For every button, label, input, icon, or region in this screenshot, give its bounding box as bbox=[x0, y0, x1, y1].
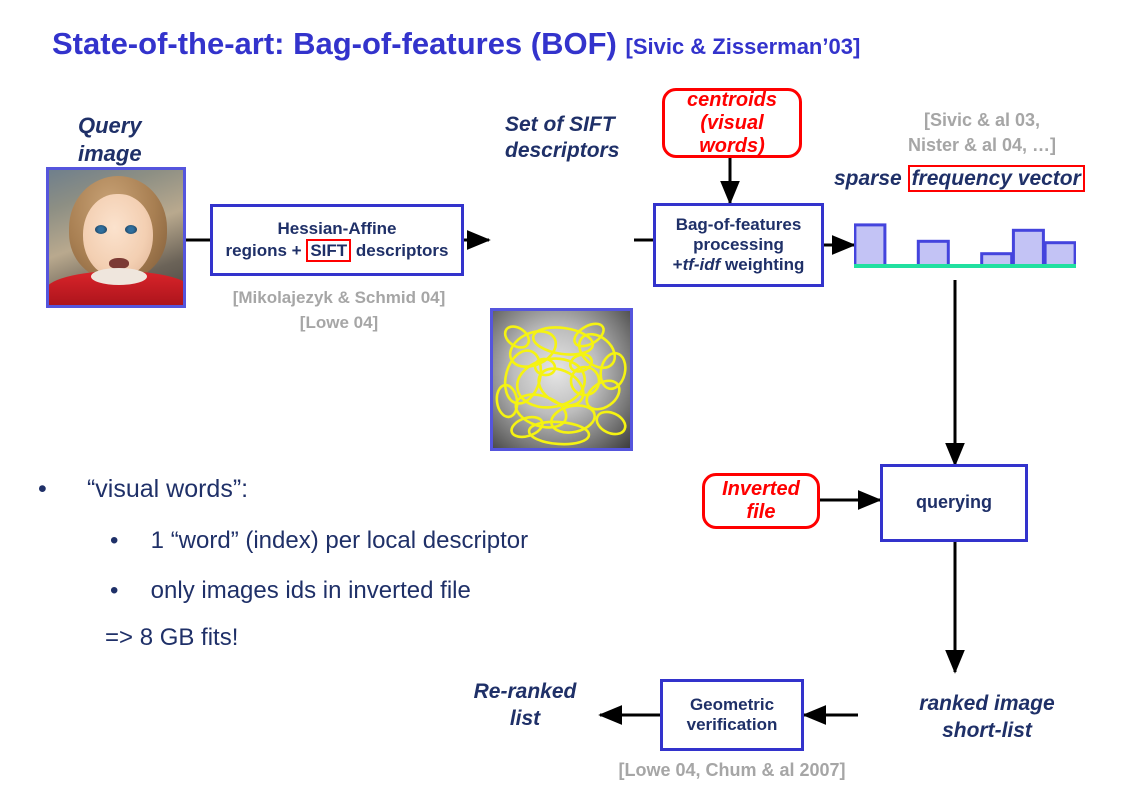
ranked-shortlist-label: ranked image short-list bbox=[882, 690, 1092, 745]
sift-highlight: SIFT bbox=[306, 239, 352, 262]
reranked-list-label: Re-ranked list bbox=[450, 678, 600, 733]
bullet-marker: • bbox=[38, 475, 47, 503]
title-citation: [Sivic & Zisserman’03] bbox=[625, 34, 861, 59]
bof-line3-em: tf-idf bbox=[682, 255, 721, 275]
histogram-bar bbox=[1011, 228, 1045, 268]
query-image-label-line1: Query bbox=[78, 113, 142, 138]
bullet-one-word: • 1 “word” (index) per local descriptor bbox=[110, 527, 528, 555]
histogram-bar bbox=[853, 223, 887, 268]
query-image-label-line2: image bbox=[78, 140, 142, 166]
inverted-file-line1: Inverted bbox=[722, 478, 800, 500]
hessian-citation-line1: [Mikolajezyk & Schmid 04] bbox=[232, 288, 446, 307]
bullet-image-ids: • only images ids in inverted file bbox=[110, 577, 471, 605]
bullet-one-word-text: 1 “word” (index) per local descriptor bbox=[150, 527, 529, 554]
query-image-eye-left bbox=[95, 225, 107, 234]
hessian-citation: [Mikolajezyk & Schmid 04] [Lowe 04] bbox=[196, 286, 482, 335]
querying-box[interactable]: querying bbox=[880, 464, 1028, 542]
inverted-file-line2: file bbox=[746, 501, 776, 523]
frequency-label-pre: sparse bbox=[834, 167, 908, 190]
sift-label-line2: descriptors bbox=[505, 139, 620, 163]
bullet-marker: • bbox=[110, 527, 119, 554]
query-image bbox=[46, 167, 186, 308]
hessian-box-line1: Hessian-Affine bbox=[277, 218, 397, 238]
centroids-line1: centroids bbox=[686, 88, 778, 111]
bullet-conclusion: => 8 GB fits! bbox=[105, 624, 239, 651]
bof-line2: processing bbox=[693, 234, 784, 254]
centroids-box[interactable]: centroids (visual words) bbox=[662, 88, 802, 158]
bag-of-features-box[interactable]: Bag-of-features processing +tf-idf weigh… bbox=[653, 203, 824, 287]
histogram-bar bbox=[1043, 241, 1077, 268]
bof-line1: Bag-of-features bbox=[675, 214, 802, 234]
sift-label-line1: Set of SIFT bbox=[505, 113, 615, 136]
ranked-label-line2: short-list bbox=[942, 719, 1032, 743]
reranked-label-line2: list bbox=[509, 707, 541, 731]
centroids-line2: (visual words) bbox=[699, 111, 765, 157]
querying-label: querying bbox=[915, 492, 992, 513]
geometric-verification-box[interactable]: Geometric verification bbox=[660, 679, 804, 751]
hessian-box-line2-pre: regions + bbox=[225, 241, 307, 260]
query-image-collar bbox=[91, 268, 147, 285]
bof-citation-line2: Nister & al 04, …] bbox=[907, 135, 1057, 156]
bullet-visual-words: • “visual words”: bbox=[38, 475, 248, 504]
query-image-mouth bbox=[109, 258, 129, 269]
title-main: State-of-the-art: Bag-of-features (BOF) bbox=[52, 26, 617, 61]
sift-descriptors-image bbox=[490, 308, 633, 451]
reranked-label-line1: Re-ranked bbox=[473, 680, 577, 703]
inverted-file-box[interactable]: Inverted file bbox=[702, 473, 820, 529]
histogram-bar bbox=[916, 239, 950, 268]
bullet-visual-words-text: “visual words”: bbox=[86, 475, 249, 503]
ranked-label-line1: ranked image bbox=[919, 692, 1055, 715]
geometric-citation: [Lowe 04, Chum & al 2007] bbox=[618, 760, 846, 780]
bullet-marker: • bbox=[110, 577, 119, 604]
geometric-line2: verification bbox=[686, 715, 778, 734]
frequency-vector-label: sparse frequency vector bbox=[834, 165, 1085, 192]
frequency-vector-chart bbox=[853, 214, 1077, 276]
query-image-label: Query image bbox=[78, 112, 142, 167]
frequency-vector-highlight: frequency vector bbox=[907, 165, 1085, 192]
hessian-affine-box[interactable]: Hessian-Affine regions + SIFT descriptor… bbox=[210, 204, 464, 276]
hessian-citation-line2: [Lowe 04] bbox=[299, 312, 379, 332]
bof-line3-post: weighting bbox=[720, 255, 805, 275]
bof-line3-pre: + bbox=[672, 255, 683, 275]
page-title: State-of-the-art: Bag-of-features (BOF) … bbox=[52, 26, 1092, 62]
bullet-image-ids-text: only images ids in inverted file bbox=[150, 577, 471, 604]
sift-regions-overlay bbox=[495, 322, 627, 446]
histogram-svg bbox=[853, 223, 1077, 268]
bof-citation-line1: [Sivic & al 03, bbox=[923, 110, 1041, 130]
geometric-line1: Geometric bbox=[689, 694, 775, 714]
bof-citation: [Sivic & al 03, Nister & al 04, …] bbox=[862, 108, 1102, 158]
sift-descriptors-label: Set of SIFT descriptors bbox=[505, 112, 619, 165]
hessian-box-line2-post: descriptors bbox=[351, 241, 449, 260]
query-image-eye-right bbox=[125, 225, 137, 234]
